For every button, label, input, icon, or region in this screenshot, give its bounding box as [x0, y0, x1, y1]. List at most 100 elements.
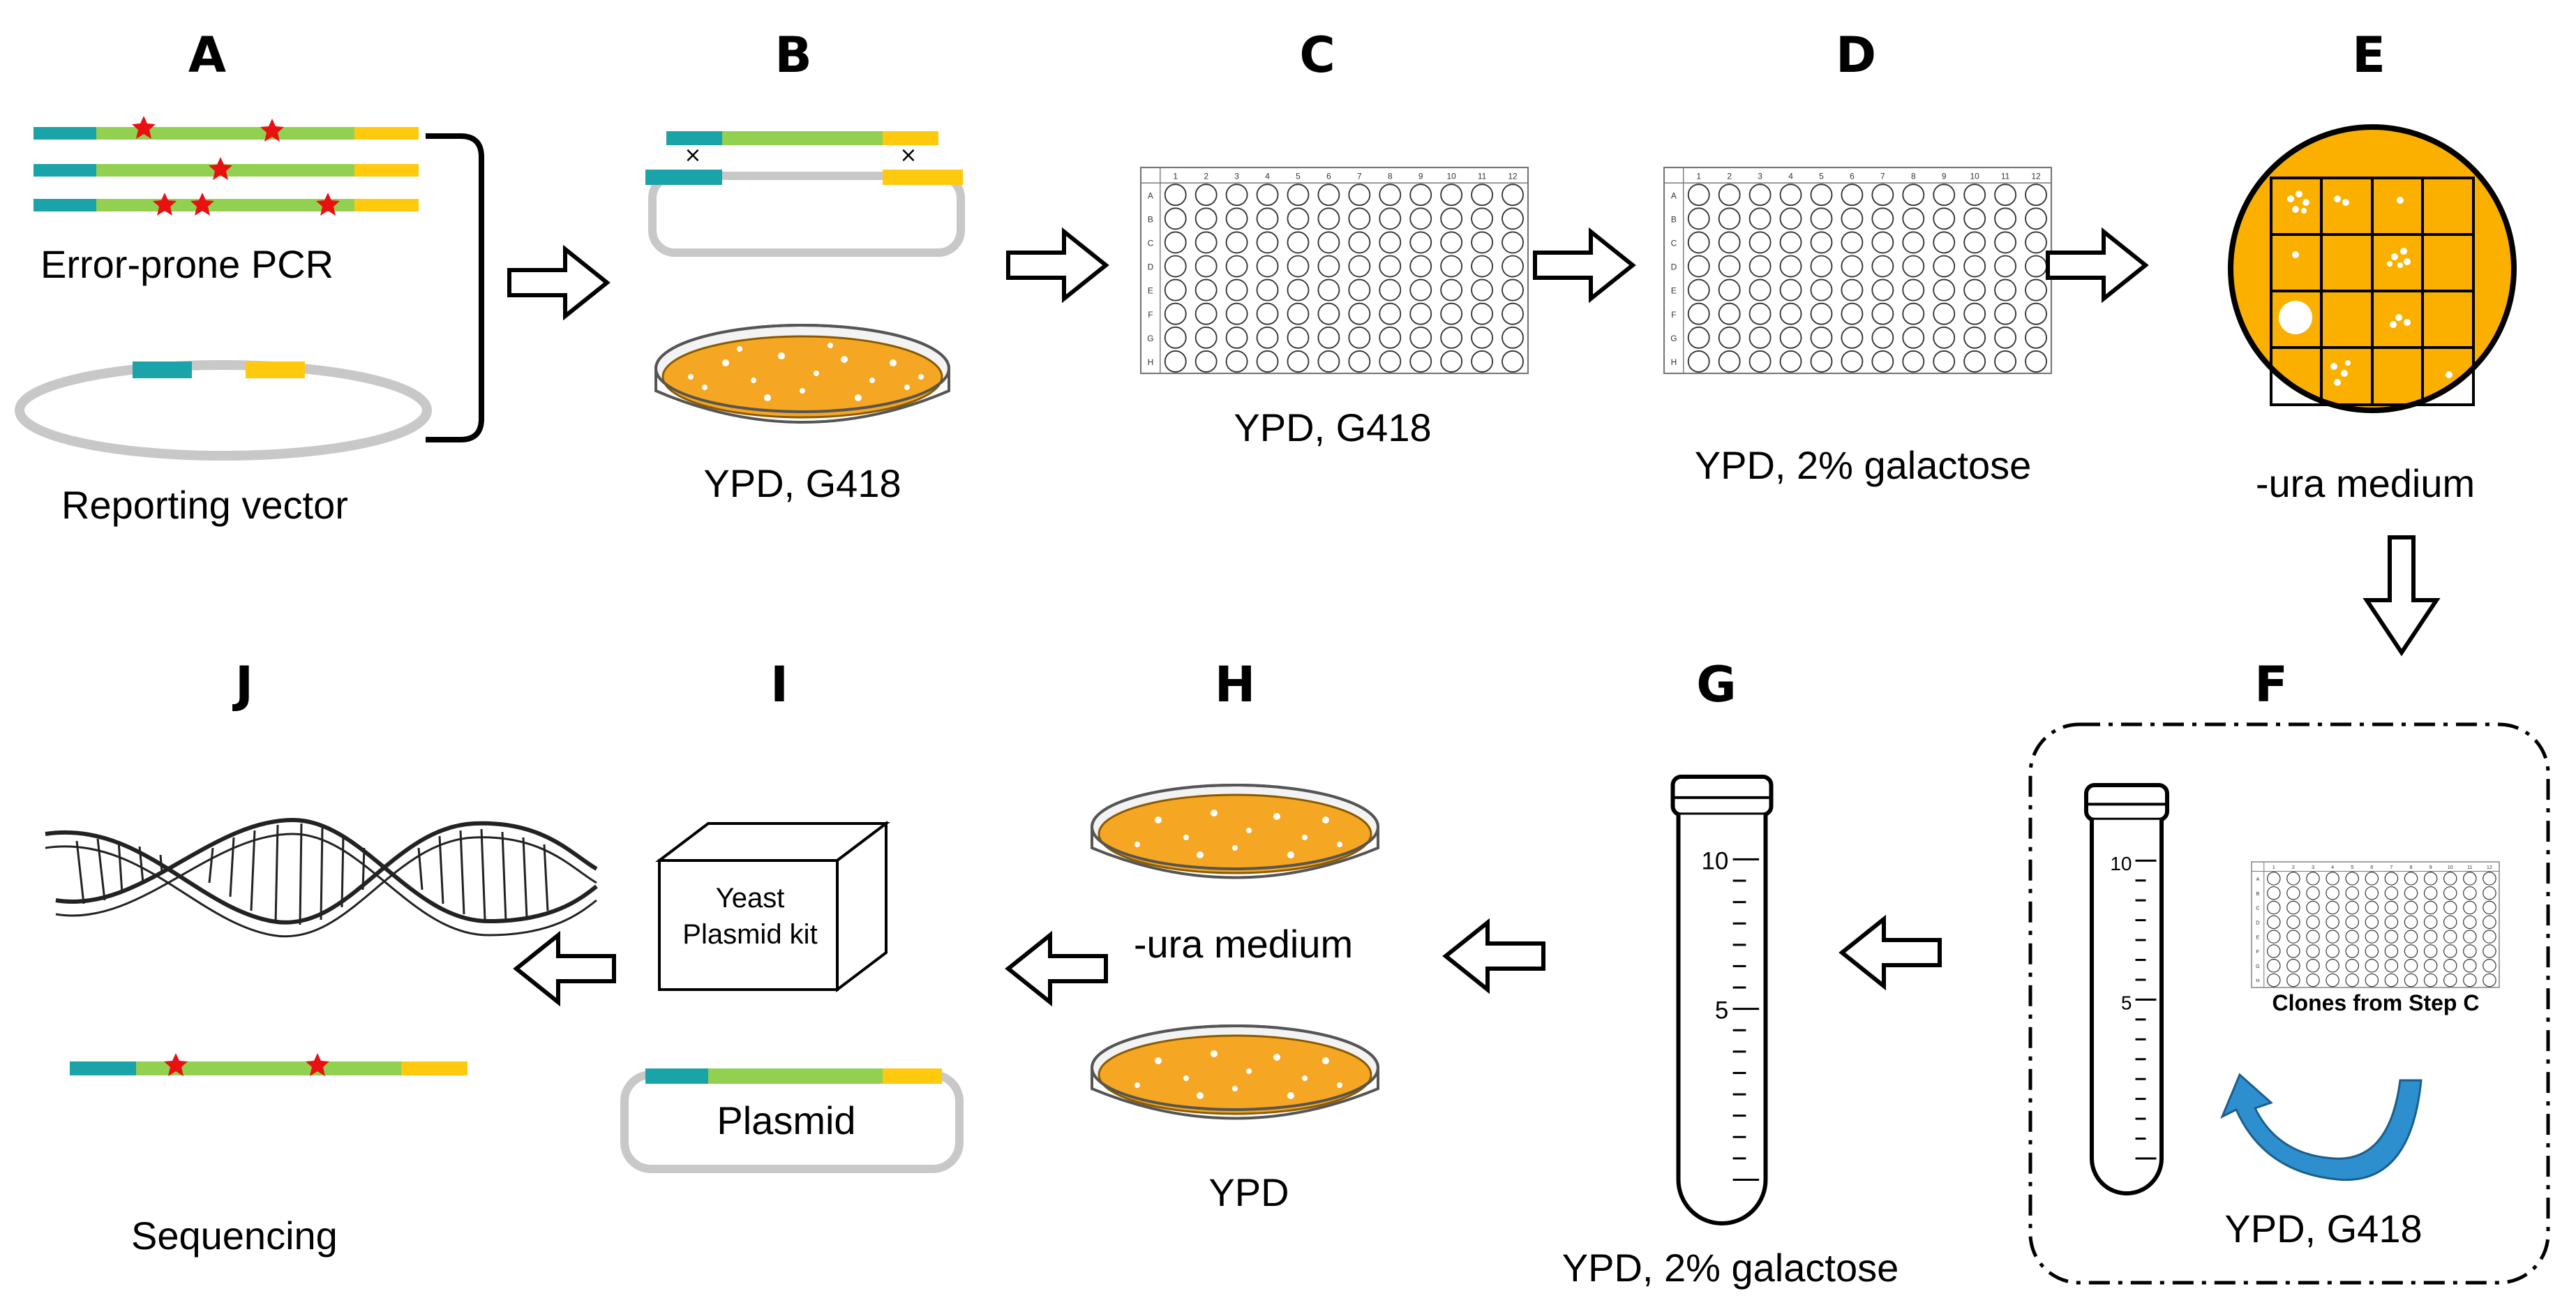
plate-row-label: D: [2256, 919, 2259, 925]
plate-well: [1348, 255, 1371, 278]
plate-well: [1841, 255, 1864, 278]
plate-row-label: E: [1671, 286, 1677, 296]
plate-well: [2463, 944, 2477, 958]
plate-well: [1409, 255, 1432, 278]
plate-well: [1871, 255, 1894, 278]
plate-well: [2423, 915, 2438, 930]
plate-well: [1994, 231, 2017, 254]
arrow-c-to-d: [1535, 232, 1633, 299]
plate-well: [1287, 231, 1310, 254]
plate-well: [1902, 278, 1925, 301]
plate-well: [1718, 350, 1741, 373]
plate-well: [2443, 973, 2457, 987]
plate-well: [1748, 231, 1772, 254]
plate-column-label: 11: [2467, 864, 2473, 870]
plate-well: [2345, 900, 2359, 915]
plate-well: [2365, 973, 2379, 987]
plate-well: [2345, 886, 2359, 900]
plate-well: [1810, 278, 1833, 301]
plate-well: [2365, 915, 2379, 930]
plate-well: [1502, 231, 1524, 254]
plate-well: [1379, 255, 1402, 278]
plate-well: [2463, 973, 2477, 987]
plate-well: [1471, 255, 1494, 278]
plate-well: [2483, 973, 2496, 987]
plate-well: [1718, 231, 1741, 254]
plate-well: [1871, 350, 1894, 373]
plate-well: [1471, 231, 1494, 254]
plate-well: [1748, 278, 1772, 301]
plate-well: [1348, 184, 1371, 207]
plate-row-label: H: [1671, 357, 1677, 367]
plate-well: [1994, 184, 2017, 207]
arrow-f-to-g: [1842, 919, 1940, 986]
plate-well: [2025, 207, 2047, 230]
plate-well: [1348, 231, 1371, 254]
pcr-fragments: [33, 116, 419, 216]
step-label-e: E: [2352, 27, 2386, 84]
tube-g: 105: [1670, 775, 1774, 1225]
gapped-vector: [645, 170, 965, 257]
plate-well: [1687, 207, 1710, 230]
plate-well: [1317, 326, 1340, 349]
plate-well: [2267, 900, 2281, 915]
plate-well: [2423, 872, 2438, 886]
plate-well: [1317, 231, 1340, 254]
plate-well: [1933, 278, 1956, 301]
plate-well: [1779, 184, 1802, 207]
plate-column-label: 9: [2429, 864, 2432, 870]
plate-well: [2483, 915, 2496, 930]
plate-well: [1718, 302, 1741, 325]
plate-well: [1841, 302, 1864, 325]
plate-well: [1287, 184, 1310, 207]
plate-well: [1195, 350, 1218, 373]
plate-column-label: 4: [2331, 864, 2334, 870]
plate-well: [1317, 278, 1340, 301]
plate-well: [1902, 255, 1925, 278]
plate-well: [1287, 207, 1310, 230]
step-label-a: A: [188, 27, 226, 84]
plate-well: [1841, 350, 1864, 373]
plate-well: [2443, 930, 2457, 944]
plate-well: [1902, 207, 1925, 230]
f-dashed-box: [2028, 722, 2550, 1285]
plate-well: [1994, 278, 2017, 301]
plate-well: [2365, 944, 2379, 958]
plate-well: [1502, 302, 1524, 325]
plate-well: [1963, 302, 1986, 325]
plate-well: [2443, 872, 2457, 886]
arrow-i-to-j: [516, 935, 614, 1002]
plate-row-label: A: [1671, 191, 1677, 200]
plate-well: [2267, 959, 2281, 973]
sequencing-label: Sequencing: [131, 1214, 338, 1258]
plate-well: [1195, 207, 1218, 230]
plate-well: [2443, 915, 2457, 930]
plate-well: [2326, 915, 2339, 930]
arrow-e-to-f: [2362, 535, 2441, 657]
plate-well: [1164, 207, 1187, 230]
plate-well: [1502, 326, 1524, 349]
plate-column-label: 6: [1850, 172, 1855, 181]
plate-well: [1502, 350, 1524, 373]
plate-row-label: E: [1148, 286, 1153, 296]
plate-well: [1195, 231, 1218, 254]
plate-well: [1471, 207, 1494, 230]
reporting-vector: [15, 360, 432, 461]
plate-well: [1348, 350, 1371, 373]
plate-well: [2286, 915, 2300, 930]
plate-well: [2384, 915, 2399, 930]
plate-column-label: 7: [2390, 864, 2392, 870]
plate-well: [2267, 973, 2281, 987]
plate-well: [1871, 278, 1894, 301]
plate-well: [2025, 184, 2047, 207]
plate-well: [1164, 278, 1187, 301]
f-clones-label: Clones from Step C: [2272, 990, 2480, 1015]
plate-row-label: C: [2256, 905, 2259, 911]
plate-well: [2483, 900, 2496, 915]
plate-well: [1287, 255, 1310, 278]
plate-well: [2463, 930, 2477, 944]
plate-well: [1963, 326, 1986, 349]
plate-well: [2025, 350, 2047, 373]
plate-well: [2463, 900, 2477, 915]
plate-well: [1841, 278, 1864, 301]
